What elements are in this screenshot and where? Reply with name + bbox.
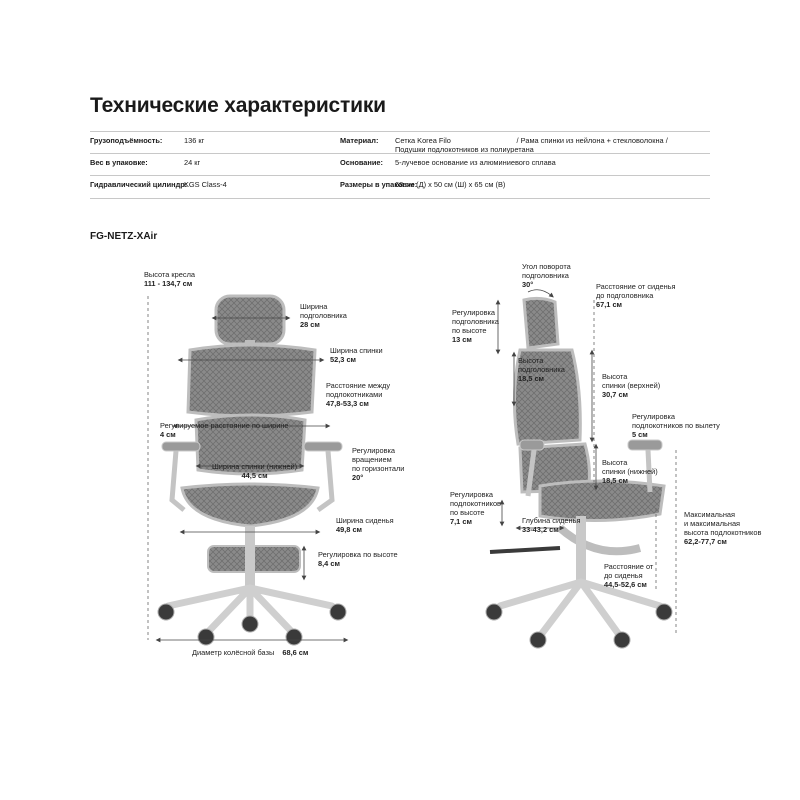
headrest-width-label: Ширина подголовника 28 см — [300, 302, 347, 329]
spec-row: Гидравлический цилиндр: KGS Class-4 Разм… — [90, 175, 710, 199]
spec-label: Грузоподъёмность: — [90, 136, 163, 145]
armrest-reach-label: Регулировка подлокотников по вылету 5 см — [632, 412, 720, 439]
headrest-height-label: Высота подголовника 18,5 см — [518, 356, 565, 383]
spec-label: Вес в упаковке: — [90, 158, 148, 167]
spec-label: Размеры в упаковке: — [340, 180, 418, 189]
spec-value: 5-лучевое основание из алюминиевого спла… — [395, 158, 556, 167]
seat-depth-label: Глубина сиденья 33-43,2 см — [522, 516, 581, 534]
base-diameter-label: Диаметр колёсной базы 68,6 см — [192, 648, 309, 657]
page-title: Технические характеристики — [90, 94, 386, 117]
seat-to-headrest-label: Расстояние от сиденья до подголовника 67… — [596, 282, 676, 309]
model-name: FG-NETZ-XAir — [90, 231, 158, 242]
upper-back-height-label: Высота спинки (верхней) 30,7 см — [602, 372, 661, 399]
seat-height-label: Высота кресла 111 - 134,7 см — [144, 270, 196, 288]
side-chair — [485, 289, 677, 649]
lower-back-height-label: Высота спинки (нижней) 18,5 см — [602, 458, 658, 485]
spec-label: Основание: — [340, 158, 383, 167]
front-chair — [147, 294, 349, 646]
spec-label: Гидравлический цилиндр: — [90, 180, 188, 189]
headrest-angle-label: Угол поворота подголовника 30° — [522, 262, 571, 289]
spec-value: 24 кг — [184, 158, 201, 167]
height-adjust-label: Регулировка по высоте 8,4 см — [318, 550, 398, 568]
max-armrest-height-label: Максимальная и максимальная высота подло… — [684, 510, 762, 546]
seat-distance-label: Расстояние от до сиденья 44,5-52,6 см — [604, 562, 654, 589]
back-width-label: Ширина спинки 52,3 см — [330, 346, 383, 364]
seat-width-label: Ширина сиденья 49,8 см — [336, 516, 394, 534]
spec-row: Грузоподъёмность: 136 кг Материал: Сетка… — [90, 131, 710, 154]
spec-value: KGS Class-4 — [184, 180, 227, 189]
armrest-distance-label: Расстояние между подлокотниками 47,8-53,… — [326, 381, 391, 408]
spec-label: Материал: — [340, 136, 379, 145]
lower-back-width-label: Ширина спинки (нижней) 44,5 см — [212, 462, 298, 480]
headrest-height-adjust-label: Регулировка подголовника по высоте 13 см — [452, 308, 499, 344]
spec-value: Сетка Korea Filo / Рама спинки из нейлон… — [395, 136, 670, 154]
armrest-height-adjust-label: Регулировка подлокотников по высоте 7,1 … — [450, 490, 501, 526]
spec-value: 136 кг — [184, 136, 205, 145]
width-adjust-label: Регулируемое расстояние по ширине 4 см — [160, 421, 289, 439]
rotation-label: Регулировка вращением по горизонтали 20° — [352, 446, 405, 482]
spec-value: 68 см (Д) x 50 см (Ш) x 65 см (В) — [395, 180, 506, 189]
spec-row: Вес в упаковке: 24 кг Основание: 5-лучев… — [90, 153, 710, 176]
